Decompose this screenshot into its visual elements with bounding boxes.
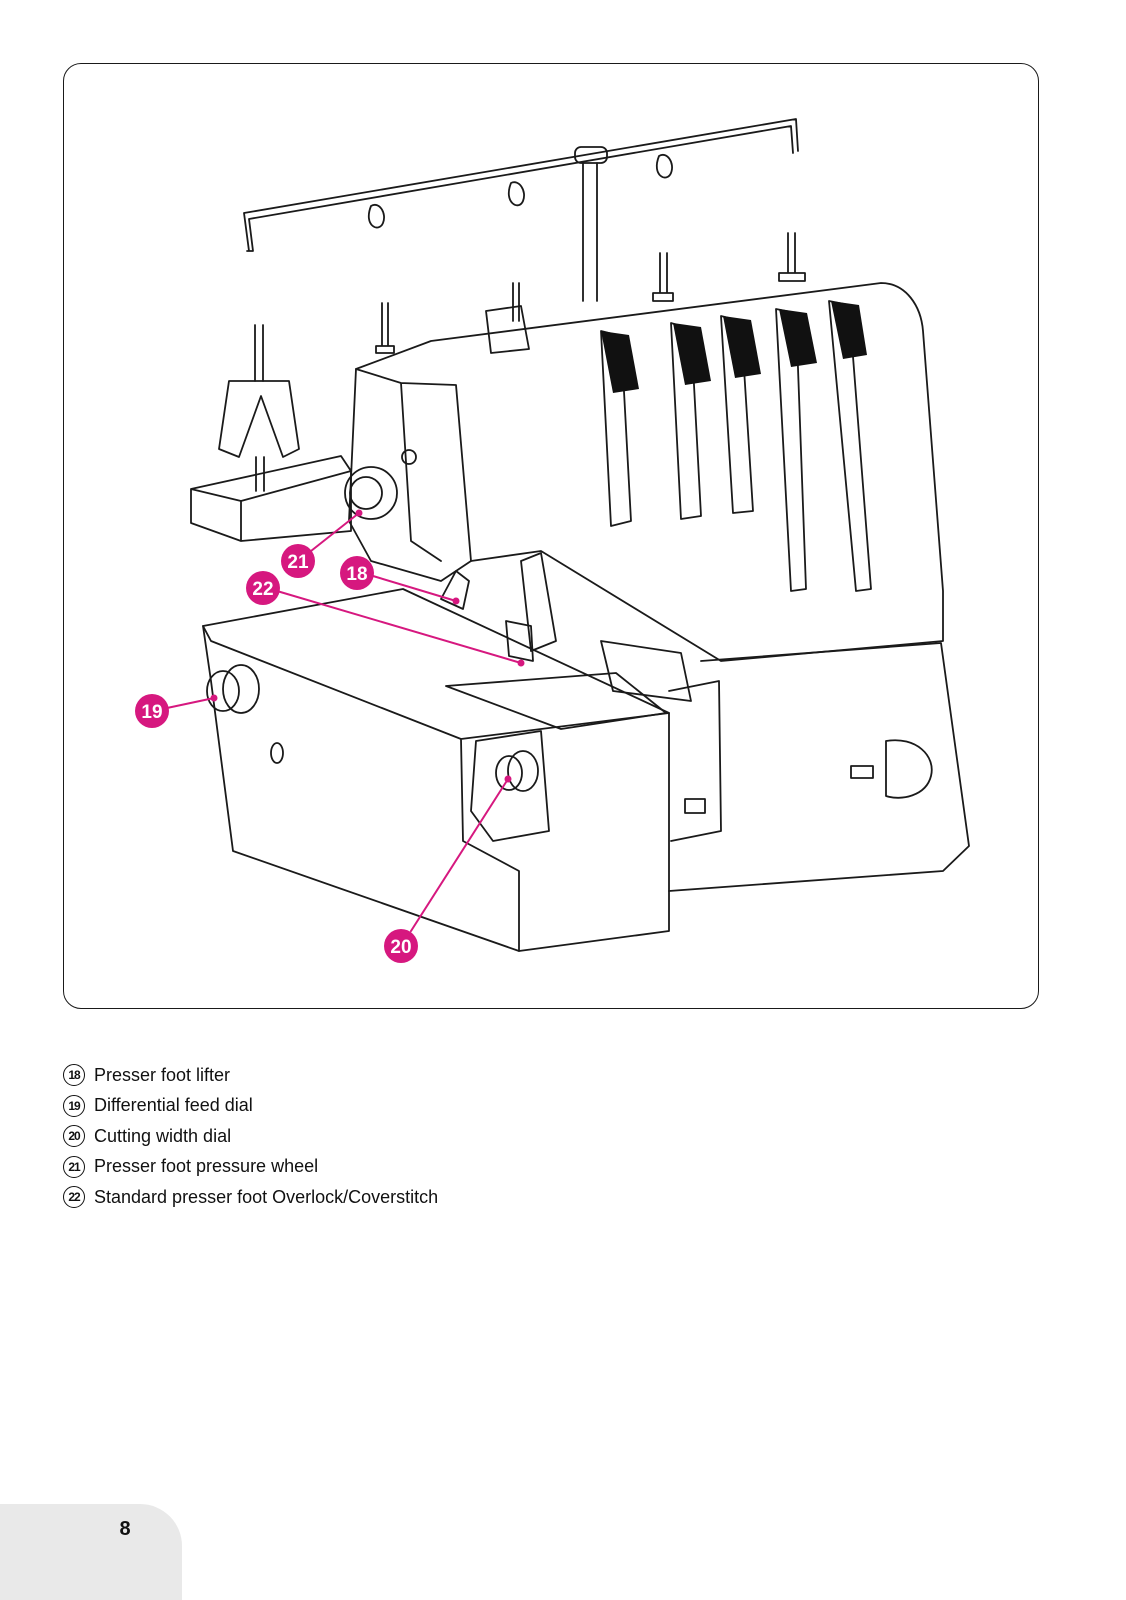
figure-frame: 21 18 22 19 20 [63, 63, 1039, 1009]
callout-label-19: 19 [141, 702, 162, 723]
legend-item: 20 Cutting width dial [63, 1121, 438, 1152]
callout-label-22: 22 [252, 579, 273, 600]
callout-badge-20: 20 [384, 929, 418, 963]
callout-badge-21: 21 [281, 544, 315, 578]
legend-text: Presser foot lifter [94, 1064, 231, 1085]
legend-number: 19 [63, 1094, 85, 1117]
callout-badge-19: 19 [135, 694, 169, 728]
legend-item: 19 Differential feed dial [63, 1091, 438, 1122]
callout-label-18: 18 [346, 564, 367, 585]
callout-label-20: 20 [390, 937, 411, 958]
callout-badge-18: 18 [340, 556, 374, 590]
legend-text: Standard presser foot Overlock/Coverstit… [94, 1186, 439, 1207]
callout-badge-22: 22 [246, 571, 280, 605]
upper-housing [348, 282, 944, 662]
overlocker-illustration: 21 18 22 19 20 [135, 118, 970, 963]
legend-text: Cutting width dial [94, 1125, 232, 1146]
spool-pins [218, 232, 806, 492]
parts-legend: 18 Presser foot lifter 19 Differential f… [63, 1060, 438, 1213]
legend-number: 18 [63, 1064, 85, 1087]
thread-guide-rack [243, 118, 799, 302]
callout-leaders [166, 512, 522, 932]
legend-text: Differential feed dial [94, 1095, 253, 1116]
legend-item: 18 Presser foot lifter [63, 1060, 438, 1091]
legend-number: 20 [63, 1125, 85, 1148]
page-number-tab [0, 1504, 182, 1600]
tension-dials [601, 301, 867, 393]
cutting-width-dial [470, 730, 550, 842]
legend-number: 21 [63, 1155, 85, 1178]
legend-text: Presser foot pressure wheel [94, 1156, 319, 1177]
needle-area [440, 552, 692, 702]
presser-foot-pressure-wheel [344, 449, 417, 520]
differential-feed-dial [206, 664, 260, 714]
legend-number: 22 [63, 1186, 85, 1209]
callout-label-21: 21 [287, 552, 309, 573]
callout-dots [210, 509, 525, 783]
cone-holder-arm [190, 455, 352, 542]
legend-item: 22 Standard presser foot Overlock/Covers… [63, 1182, 438, 1213]
page-number: 8 [119, 1518, 131, 1540]
legend-item: 21 Presser foot pressure wheel [63, 1152, 438, 1183]
base-body [202, 588, 970, 952]
